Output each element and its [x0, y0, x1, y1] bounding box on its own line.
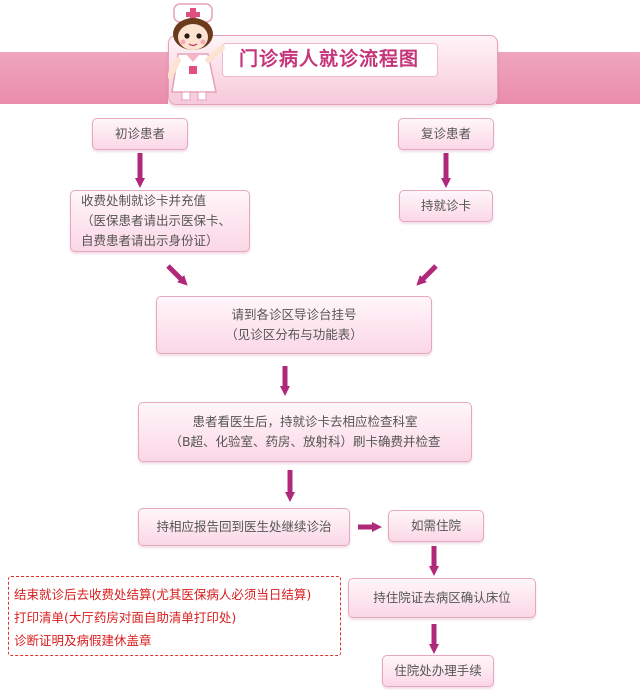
cashier-line-2: （医保患者请出示医保卡、	[81, 213, 232, 228]
box-examination: 患者看医生后，持就诊卡去相应检查科室 （B超、化验室、药房、放射科）刷卡确费并检…	[138, 402, 472, 462]
header-band-right	[496, 52, 640, 104]
note-item: 打印清单(大厅药房对面自助清单打印处)	[14, 610, 237, 625]
arrow-cashier-to-register	[166, 264, 188, 286]
hold-card-label: 持就诊卡	[420, 198, 471, 213]
box-cashier: 收费处制就诊卡并充值 （医保患者请出示医保卡、 自费患者请出示身份证）	[70, 190, 250, 252]
examination-line-1: 患者看医生后，持就诊卡去相应检查科室	[192, 414, 418, 429]
if-hospitalized-label: 如需住院	[410, 518, 461, 533]
register-line-1: 请到各诊区导诊台挂号	[231, 307, 357, 322]
box-admission: 住院处办理手续	[382, 655, 494, 687]
return-patient-label: 复诊患者	[420, 126, 471, 141]
examination-line-2: （B超、化验室、药房、放射科）刷卡确费并检查	[169, 434, 441, 449]
box-register: 请到各诊区导诊台挂号 （见诊区分布与功能表）	[156, 296, 432, 354]
title-frame	[222, 43, 438, 77]
admission-label: 住院处办理手续	[394, 663, 482, 678]
arrow-card-to-register	[416, 264, 438, 286]
box-confirm-bed: 持住院证去病区确认床位	[348, 578, 536, 618]
box-if-hospitalized: 如需住院	[388, 510, 484, 542]
nurse-icon	[168, 3, 225, 101]
box-new-patient: 初诊患者	[92, 118, 188, 150]
box-hold-card: 持就诊卡	[399, 190, 493, 222]
note-item: 诊断证明及病假建休盖章	[14, 633, 152, 648]
page-title: 门诊病人就诊流程图	[238, 48, 419, 70]
box-return-doctor: 持相应报告回到医生处继续诊治	[138, 508, 350, 546]
note-item: 结束就诊后去收费处结算(尤其医保病人必须当日结算)	[14, 587, 312, 602]
cashier-line-1: 收费处制就诊卡并充值	[81, 193, 207, 208]
return-doctor-label: 持相应报告回到医生处继续诊治	[156, 519, 332, 534]
cashier-line-3: 自费患者请出示身份证）	[81, 233, 219, 248]
checkout-note: 结束就诊后去收费处结算(尤其医保病人必须当日结算) 打印清单(大厅药房对面自助清…	[8, 576, 341, 656]
confirm-bed-label: 持住院证去病区确认床位	[373, 590, 511, 605]
header-band-left	[0, 52, 168, 104]
box-return-patient: 复诊患者	[398, 118, 494, 150]
new-patient-label: 初诊患者	[114, 126, 165, 141]
register-line-2: （见诊区分布与功能表）	[225, 327, 363, 342]
